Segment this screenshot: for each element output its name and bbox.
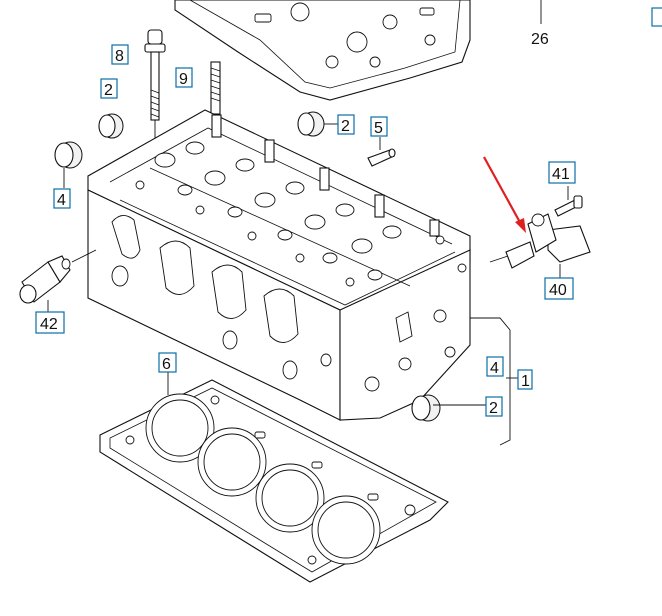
ports bbox=[111, 215, 332, 380]
callout-2-bottom-label: 2 bbox=[489, 400, 498, 417]
callout-2-right: 2 bbox=[337, 114, 355, 135]
callout-41-label: 41 bbox=[552, 166, 570, 183]
head-gasket bbox=[99, 379, 449, 583]
callout-4-left: 4 bbox=[53, 188, 71, 209]
stud bbox=[210, 61, 221, 115]
callout-2-left-label: 2 bbox=[104, 82, 113, 99]
callout-42: 42 bbox=[35, 311, 65, 334]
callout-offpage-box bbox=[651, 7, 662, 27]
callout-9: 9 bbox=[175, 67, 193, 88]
sealing-plug-bottom bbox=[411, 394, 441, 422]
callout-26-label: 26 bbox=[531, 31, 549, 48]
cylinder-head bbox=[87, 109, 471, 421]
callout-40-label: 40 bbox=[549, 282, 567, 299]
callout-1: 1 bbox=[517, 369, 533, 390]
knock-sensor bbox=[19, 255, 71, 304]
sealing-plug-top-right bbox=[297, 111, 325, 137]
sealing-plug-left-lower bbox=[54, 141, 83, 169]
callout-5-label: 5 bbox=[374, 120, 383, 137]
callout-2-left: 2 bbox=[100, 78, 118, 99]
group-bracket bbox=[470, 317, 511, 446]
callout-4-right: 4 bbox=[486, 356, 504, 377]
end-face-details bbox=[364, 309, 456, 392]
callout-5: 5 bbox=[370, 116, 388, 137]
dowel-pin bbox=[367, 148, 396, 167]
callout-8-label: 8 bbox=[115, 48, 124, 65]
valve-cover-gasket bbox=[174, 0, 471, 101]
callout-4-right-label: 4 bbox=[490, 360, 499, 377]
callout-42-label: 42 bbox=[40, 316, 58, 333]
sealing-plug-left bbox=[98, 113, 124, 139]
callout-40: 40 bbox=[544, 277, 574, 300]
callout-41: 41 bbox=[548, 161, 576, 184]
callout-8: 8 bbox=[111, 44, 129, 65]
camshaft-position-sensor bbox=[489, 213, 591, 269]
callout-1-label: 1 bbox=[521, 373, 530, 390]
callout-2-bottom: 2 bbox=[485, 396, 503, 417]
callout-2-right-label: 2 bbox=[341, 118, 350, 135]
highlight-arrow bbox=[483, 156, 526, 233]
head-posts bbox=[211, 114, 440, 237]
callout-6: 6 bbox=[158, 352, 177, 373]
head-bolt bbox=[144, 29, 166, 121]
callout-4-left-label: 4 bbox=[57, 192, 66, 209]
callout-26: 26 bbox=[531, 0, 549, 48]
cam-journals bbox=[135, 141, 467, 287]
sensor-bolt bbox=[554, 195, 583, 217]
callout-6-label: 6 bbox=[162, 356, 171, 373]
callout-9-label: 9 bbox=[179, 71, 188, 88]
